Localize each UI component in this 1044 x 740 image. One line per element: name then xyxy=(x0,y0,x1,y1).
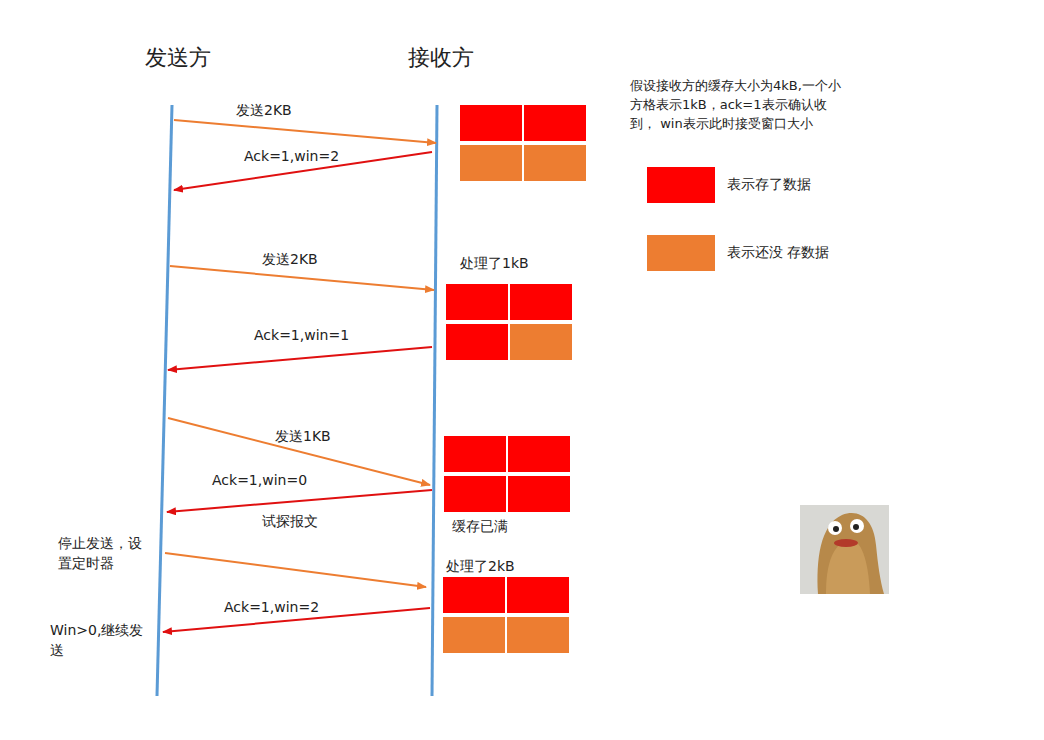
buffer-grid xyxy=(442,576,570,654)
send-arrow xyxy=(174,120,436,143)
column-header: 发送方 xyxy=(145,42,211,74)
column-header-holder: 接收方 xyxy=(408,42,474,74)
message-label: 发送1KB xyxy=(275,426,331,446)
legend-text: 表示存了数据 xyxy=(727,174,811,194)
message-label: Ack=1,win=2 xyxy=(224,597,319,617)
buffer-grid xyxy=(445,283,573,361)
sender-note: Win>0,继续发 送 xyxy=(50,620,152,661)
legend-swatch xyxy=(647,167,715,203)
message-label-holder: 发送2KB xyxy=(236,100,292,120)
message-label-holder: Ack=1,win=1 xyxy=(254,325,349,345)
ack-arrow xyxy=(167,490,432,512)
note-text-holder: 假设接收方的缓存大小为4kB,一个小 方格表示1kB，ack=1表示确认收到， … xyxy=(630,77,842,134)
sender-note-holder: 停止发送，设 置定时器 xyxy=(58,533,158,574)
message-label-holder: Ack=1,win=0 xyxy=(212,470,307,490)
buffer-note: 处理了2kB xyxy=(446,556,515,576)
legend-swatch xyxy=(647,235,715,271)
message-label-holder: Ack=1,win=2 xyxy=(224,597,319,617)
message-label-holder: 发送2KB xyxy=(262,249,318,269)
message-label: Ack=1,win=2 xyxy=(244,146,339,166)
message-label: Ack=1,win=1 xyxy=(254,325,349,345)
meme-picture xyxy=(800,505,889,594)
ack-arrow xyxy=(168,347,432,370)
message-label-holder: 发送1KB xyxy=(275,426,331,446)
buffer-note-holder: 处理了2kB xyxy=(446,556,515,576)
message-label-holder: 试探报文 xyxy=(262,511,318,531)
column-header: 接收方 xyxy=(408,42,474,74)
buffer-note-holder: 缓存已满 xyxy=(452,516,508,536)
buffer-note: 处理了1kB xyxy=(460,253,529,273)
legend-text-holder: 表示还没 存数据 xyxy=(727,242,829,262)
sender-timeline xyxy=(157,105,172,696)
message-label: 发送2KB xyxy=(262,249,318,269)
buffer-note: 缓存已满 xyxy=(452,516,508,536)
buffer-grid xyxy=(443,435,571,513)
sender-note: 停止发送，设 置定时器 xyxy=(58,533,158,574)
message-label: 试探报文 xyxy=(262,511,318,531)
sender-note-holder: Win>0,继续发 送 xyxy=(50,620,152,661)
legend-text: 表示还没 存数据 xyxy=(727,242,829,262)
buffer-grid xyxy=(459,104,587,182)
legend-text-holder: 表示存了数据 xyxy=(727,174,811,194)
message-label: Ack=1,win=0 xyxy=(212,470,307,490)
probe-arrow xyxy=(165,553,426,587)
note-text: 假设接收方的缓存大小为4kB,一个小 方格表示1kB，ack=1表示确认收到， … xyxy=(630,77,842,134)
receiver-timeline xyxy=(432,105,437,696)
message-label: 发送2KB xyxy=(236,100,292,120)
column-header-holder: 发送方 xyxy=(145,42,211,74)
buffer-note-holder: 处理了1kB xyxy=(460,253,529,273)
message-label-holder: Ack=1,win=2 xyxy=(244,146,339,166)
send-arrow xyxy=(170,266,434,290)
